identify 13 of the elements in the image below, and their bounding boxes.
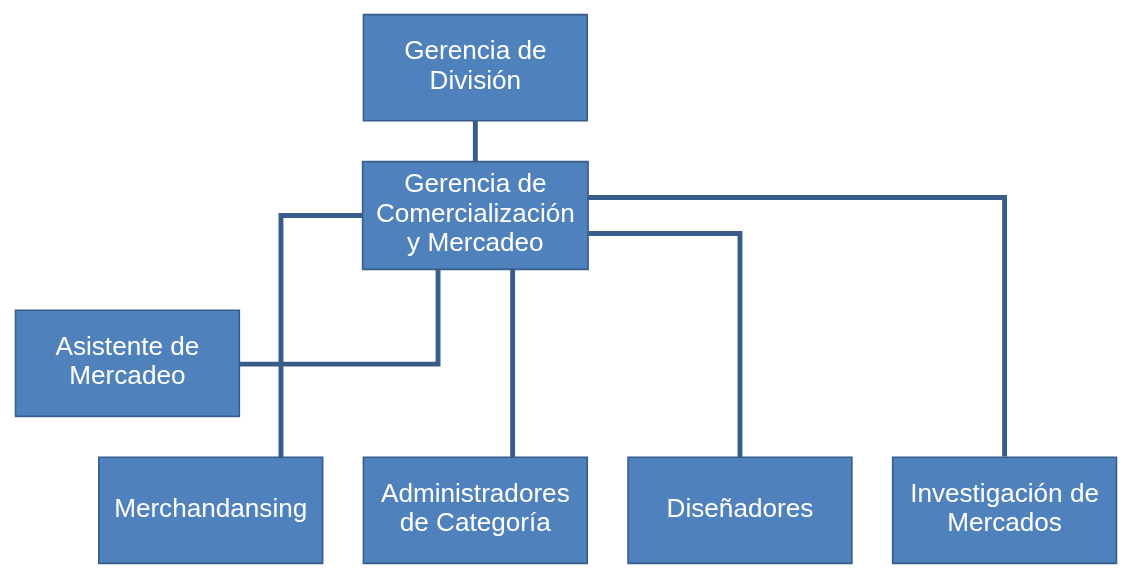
connector [588, 195, 1008, 457]
node-box: Merchandansing [98, 456, 324, 565]
connector [472, 121, 478, 162]
node-box: Gerencia de Comercialización y Mercadeo [361, 160, 589, 271]
connector [588, 231, 743, 457]
connector [278, 213, 363, 457]
connector [239, 269, 441, 367]
node-box: Asistente de Mercadeo [14, 309, 241, 418]
node-box: Diseñadores [627, 456, 853, 565]
node-box: Administradores de Categoría [362, 456, 589, 565]
node-box: Gerencia de División [362, 13, 589, 122]
connector [510, 269, 516, 458]
node-box: Investigación de Mercados [891, 456, 1118, 565]
